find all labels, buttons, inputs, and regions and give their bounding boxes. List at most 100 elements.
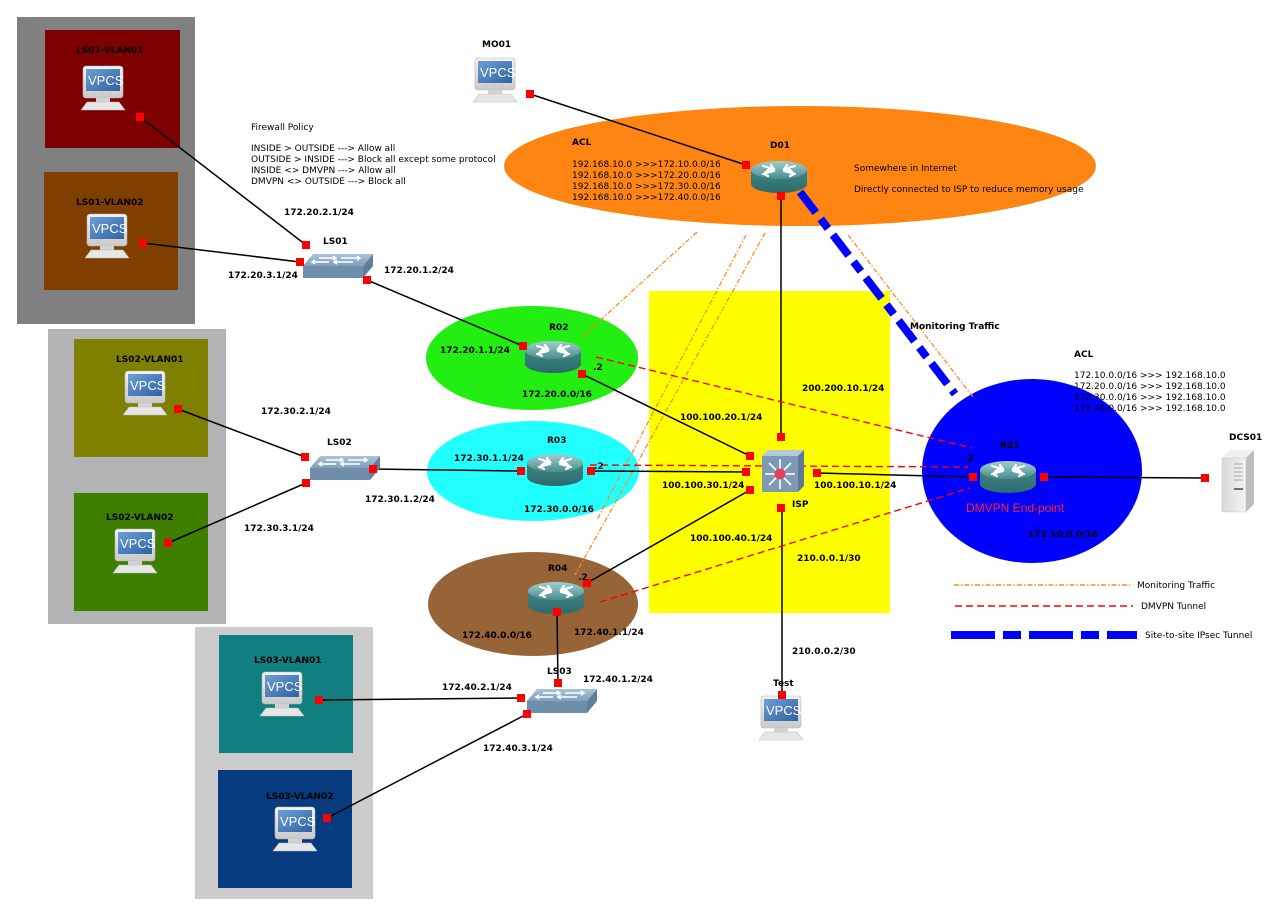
monitoring-link-r04 bbox=[574, 232, 766, 576]
addr-r03-net: 172.30.0.0/16 bbox=[524, 505, 594, 515]
ls03-vlan01-vpcs[interactable]: VPCS bbox=[259, 671, 305, 717]
port-marker[interactable] bbox=[746, 452, 754, 460]
port-marker[interactable] bbox=[517, 694, 525, 702]
port-marker[interactable] bbox=[1040, 473, 1048, 481]
port-marker[interactable] bbox=[164, 539, 172, 547]
addr-ls02-vlan01-gw: 172.30.2.1/24 bbox=[261, 407, 331, 417]
port-marker[interactable] bbox=[742, 468, 750, 476]
vpcs-screen-label: VPCS bbox=[766, 703, 802, 718]
port-marker[interactable] bbox=[519, 342, 527, 350]
r01-acl-rule: 172.30.0.0/16 >>> 192.168.10.0 bbox=[1074, 393, 1226, 403]
vpcs-screen-label: VPCS bbox=[480, 65, 516, 80]
addr-ls01-uplink: 172.20.1.2/24 bbox=[384, 266, 454, 276]
dmvpn-tunnel-r04-r01 bbox=[599, 487, 971, 603]
device-label-r04: R04 bbox=[548, 564, 567, 574]
port-marker[interactable] bbox=[553, 608, 561, 616]
ls02-vlan02-vpcs[interactable]: VPCS bbox=[112, 528, 158, 574]
ls01-vlan02-vpcs[interactable]: VPCS bbox=[84, 213, 130, 259]
switch-ls03[interactable] bbox=[526, 688, 598, 714]
port-marker[interactable] bbox=[746, 486, 754, 494]
port-marker[interactable] bbox=[554, 679, 562, 687]
link-ls03-vlan01 bbox=[318, 697, 522, 701]
device-label-test: Test bbox=[773, 679, 794, 689]
legend-label-ipsec: Site-to-site IPsec Tunnel bbox=[1145, 631, 1252, 641]
group-label-ls02-vlan02: LS02-VLAN02 bbox=[106, 513, 174, 523]
router-r01[interactable] bbox=[978, 459, 1038, 495]
port-marker[interactable] bbox=[583, 579, 591, 587]
monitoring-link-r02 bbox=[581, 231, 698, 338]
port-marker[interactable] bbox=[302, 479, 310, 487]
vpcs-screen-label: VPCS bbox=[280, 814, 316, 829]
mo01-vpcs[interactable]: VPCS bbox=[472, 57, 518, 103]
device-label-r01: R01 bbox=[1000, 441, 1019, 451]
legend: Monitoring Traffic DMVPN Tunnel Site-to-… bbox=[951, 581, 1252, 641]
port-markers bbox=[136, 90, 1209, 822]
port-marker[interactable] bbox=[778, 691, 786, 699]
port-marker[interactable] bbox=[587, 467, 595, 475]
d01-acl-title: ACL bbox=[572, 138, 592, 148]
multilayer-switch-isp[interactable] bbox=[761, 449, 805, 493]
vpcs-screen-label: VPCS bbox=[88, 73, 124, 88]
legend-label-dmvpn: DMVPN Tunnel bbox=[1141, 602, 1206, 612]
link-r01-dcs01 bbox=[1043, 476, 1206, 479]
link-ls01-vlan01 bbox=[139, 116, 307, 246]
router-d01[interactable] bbox=[749, 159, 809, 195]
port-marker[interactable] bbox=[139, 239, 147, 247]
monitoring-traffic-annotation: Monitoring Traffic bbox=[910, 322, 1000, 332]
test-vpcs[interactable]: VPCS bbox=[758, 695, 804, 741]
port-marker[interactable] bbox=[969, 473, 977, 481]
link-ls01-r02 bbox=[366, 279, 524, 347]
legend-label-monitoring: Monitoring Traffic bbox=[1137, 581, 1215, 591]
addr-r01-dot2: .2 bbox=[964, 454, 974, 464]
d01-acl-rule: 192.168.10.0 >>>172.20.0.0/16 bbox=[572, 171, 721, 181]
addr-r02-net: 172.20.0.0/16 bbox=[522, 390, 592, 400]
port-marker[interactable] bbox=[323, 814, 331, 822]
ls02-vlan01-vpcs[interactable]: VPCS bbox=[122, 370, 168, 416]
port-marker[interactable] bbox=[1201, 474, 1209, 482]
d01-acl-rule: 192.168.10.0 >>>172.30.0.0/16 bbox=[572, 182, 721, 192]
device-label-mo01: MO01 bbox=[482, 40, 511, 50]
addr-test: 210.0.0.2/30 bbox=[792, 647, 856, 657]
addr-r04-dot2: .2 bbox=[578, 573, 588, 583]
port-marker[interactable] bbox=[296, 258, 304, 266]
port-marker[interactable] bbox=[777, 433, 785, 441]
router-r02[interactable] bbox=[523, 339, 583, 375]
port-marker[interactable] bbox=[813, 469, 821, 477]
firewall-rule: OUTSIDE > INSIDE ---> Block all except s… bbox=[251, 155, 496, 165]
link-ls02-vlan01 bbox=[177, 408, 306, 458]
firewall-rule: INSIDE > OUTSIDE ---> Allow all bbox=[251, 144, 395, 154]
port-marker[interactable] bbox=[369, 465, 377, 473]
port-marker[interactable] bbox=[777, 192, 785, 200]
port-marker[interactable] bbox=[742, 161, 750, 169]
group-label-ls03-vlan02: LS03-VLAN02 bbox=[266, 792, 334, 802]
ls01-vlan01-vpcs[interactable]: VPCS bbox=[80, 65, 126, 111]
port-marker[interactable] bbox=[363, 276, 371, 284]
device-label-dcs01: DCS01 bbox=[1229, 433, 1262, 443]
ls03-vlan02-vpcs[interactable]: VPCS bbox=[272, 806, 318, 852]
addr-isp-r03: 100.100.30.1/24 bbox=[662, 481, 744, 491]
port-marker[interactable] bbox=[523, 710, 531, 718]
link-isp-r01 bbox=[816, 472, 974, 478]
port-marker[interactable] bbox=[777, 504, 785, 512]
d01-acl-rule: 192.168.10.0 >>>172.40.0.0/16 bbox=[572, 193, 721, 203]
r01-acl-rule: 172.40.0.0/16 >>> 192.168.10.0 bbox=[1074, 404, 1226, 414]
port-marker[interactable] bbox=[301, 453, 309, 461]
dmvpn-tunnel-r02-r01 bbox=[595, 356, 973, 449]
port-marker[interactable] bbox=[302, 241, 310, 249]
port-marker[interactable] bbox=[315, 696, 323, 704]
monitoring-link-r01 bbox=[847, 234, 974, 398]
switch-ls01[interactable] bbox=[302, 253, 374, 279]
port-marker[interactable] bbox=[174, 405, 182, 413]
device-label-r02: R02 bbox=[549, 323, 568, 333]
port-marker[interactable] bbox=[136, 113, 144, 121]
link-r03-isp bbox=[590, 470, 747, 473]
addr-r04-net: 172.40.0.0/16 bbox=[462, 631, 532, 641]
vpcs-screen-label: VPCS bbox=[120, 536, 156, 551]
server-dcs01[interactable] bbox=[1221, 449, 1255, 513]
port-marker[interactable] bbox=[517, 467, 525, 475]
port-marker[interactable] bbox=[526, 90, 534, 98]
r01-role-label: DMVPN End-point bbox=[966, 501, 1065, 515]
vpcs-screen-label: VPCS bbox=[130, 378, 166, 393]
port-marker[interactable] bbox=[578, 370, 586, 378]
router-r03[interactable] bbox=[525, 452, 585, 488]
